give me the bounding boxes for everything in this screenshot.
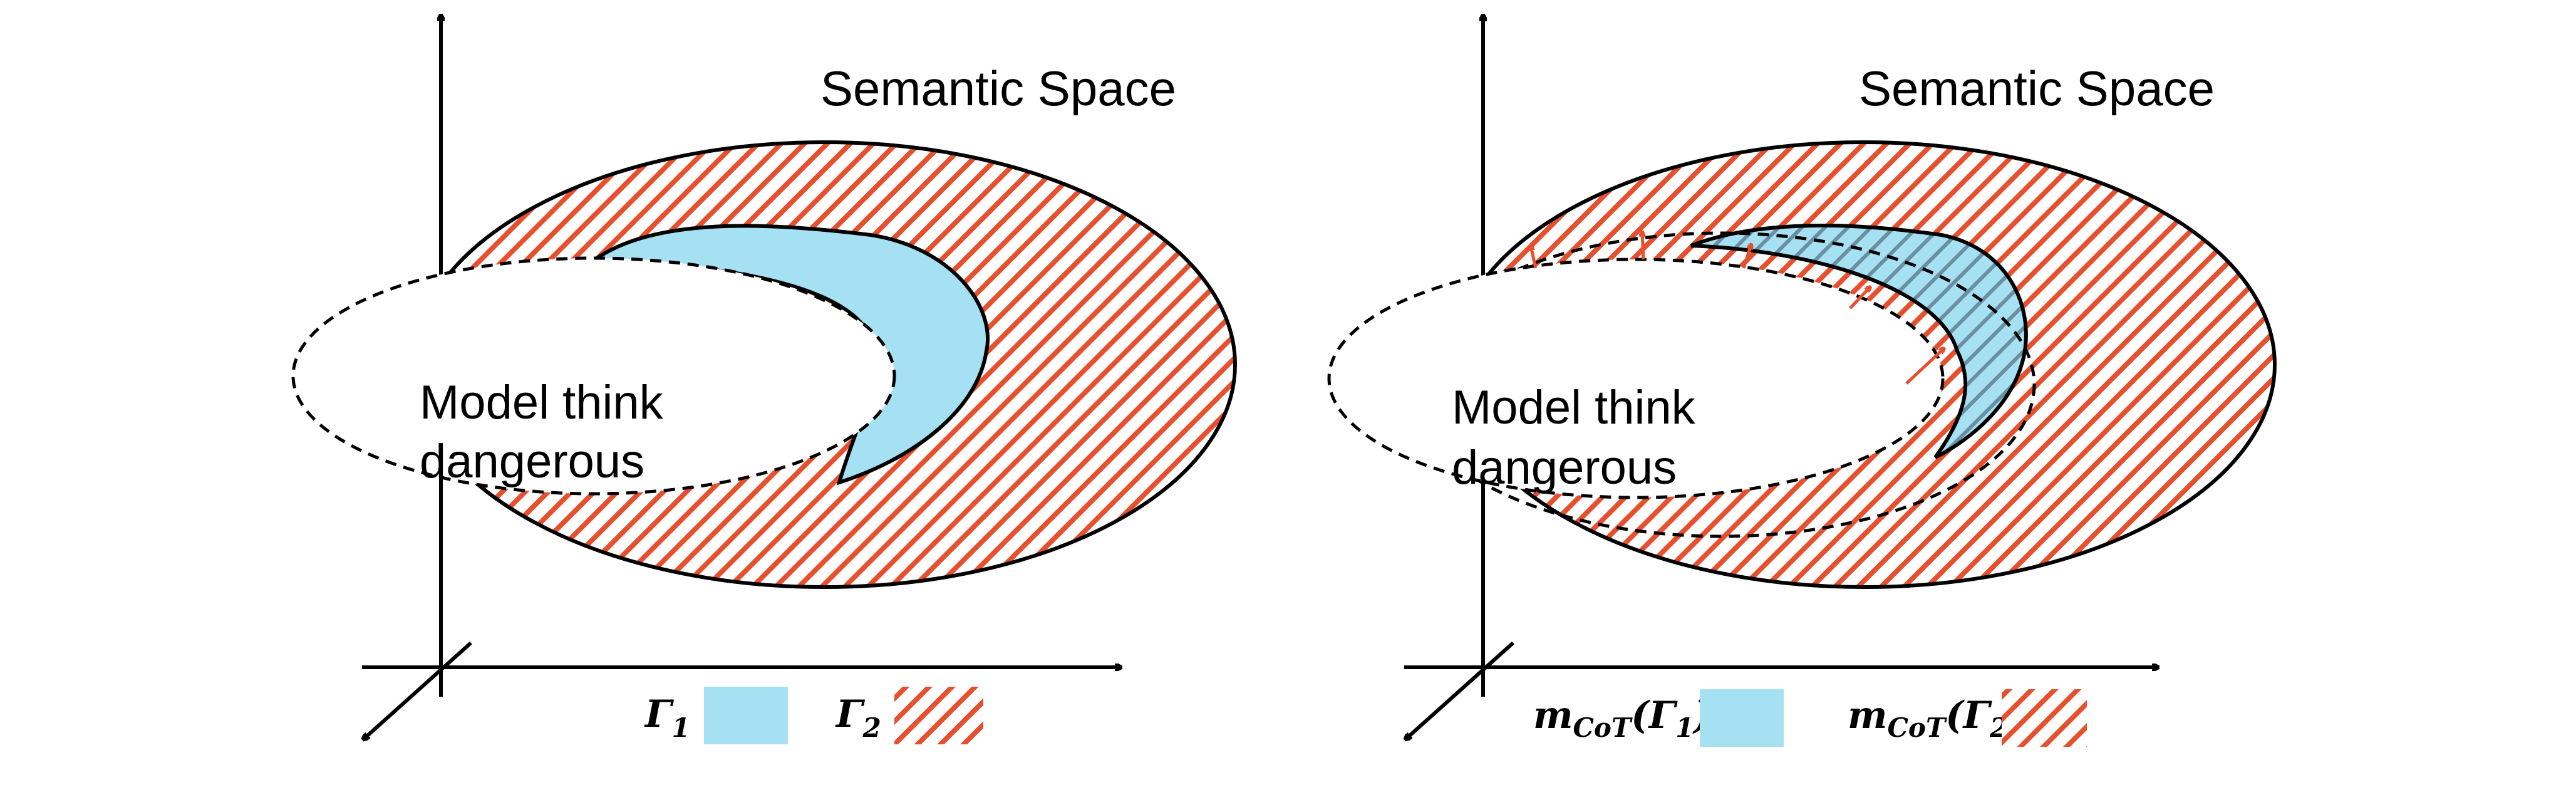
legend-swatch-blue-right: [1700, 689, 1784, 747]
legend-gamma1-left: Γ1: [644, 692, 690, 743]
legend-mcot-gamma1-right: mCoT(Γ1): [1533, 694, 1712, 743]
legend-right: mCoT(Γ1) mCoT(Γ2): [1533, 689, 2087, 747]
legend-gamma2-left: Γ2: [835, 692, 881, 743]
expansion-arrow-2: [1642, 232, 1643, 260]
panel-title-right: Semantic Space: [1859, 61, 2215, 116]
region-label-line1-right: Model think: [1452, 381, 1696, 434]
z-axis-left: [363, 641, 473, 739]
legend-swatch-hatch-left: [894, 687, 983, 744]
legend-swatch-blue-left: [704, 687, 788, 744]
expansion-arrow-5: [1905, 348, 1944, 385]
panel-title-left: Semantic Space: [820, 61, 1176, 116]
expansion-arrow-4: [1849, 287, 1870, 310]
expansion-arrow-1: [1531, 246, 1538, 269]
mcot-gamma1-region-right: [1690, 224, 2028, 459]
gamma1-region-left: [586, 224, 990, 486]
legend-left: Γ1 Γ2: [644, 687, 983, 744]
expansion-arrow-3: [1742, 244, 1751, 269]
legend-swatch-hatch-right: [2002, 689, 2087, 747]
panel-right: Semantic Space Model think dangerous mCo…: [1327, 15, 2277, 747]
panel-left: Semantic Space Model think dangerous Γ1 …: [291, 15, 1237, 744]
inner-ellipse-left: [291, 256, 896, 496]
region-label-line1-left: Model think: [420, 376, 664, 429]
z-axis-right: [1405, 641, 1515, 739]
region-label-line2-right: dangerous: [1452, 441, 1677, 494]
legend-mcot-gamma2-right: mCoT(Γ2): [1848, 694, 2026, 743]
region-label-line2-left: dangerous: [420, 435, 644, 488]
inner-ellipse-right: [1327, 258, 1945, 499]
expansion-arrows: [1531, 232, 1944, 385]
